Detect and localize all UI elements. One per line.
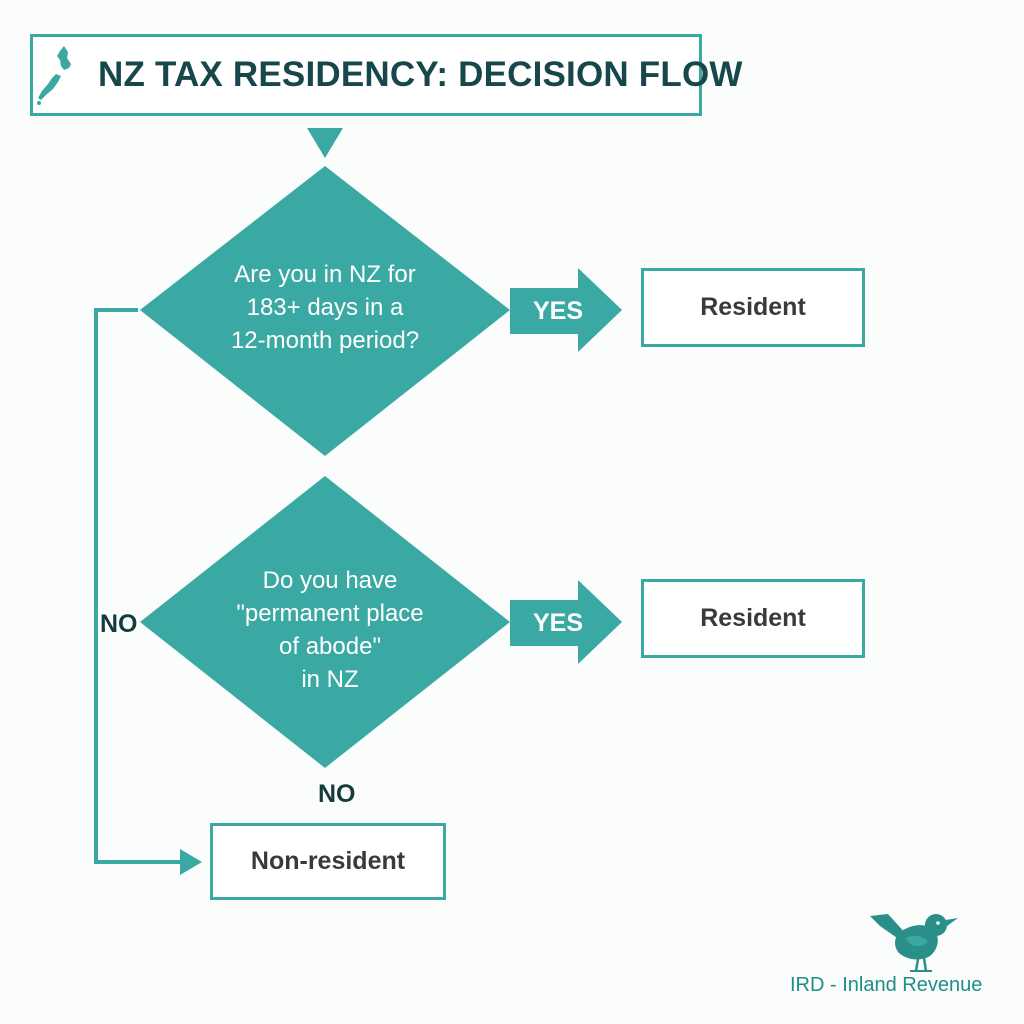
title-box: [30, 34, 702, 116]
no-connector-line: [94, 308, 186, 864]
decision-diamond-1: [140, 166, 510, 456]
question-1-line-3: 12-month period?: [230, 326, 420, 354]
yes-arrow-2: [510, 580, 622, 664]
question-2-line-1: Do you have: [262, 567, 398, 594]
question-2: Do you have "permanent place of abode" i…: [200, 560, 460, 700]
result-box-resident-1: Resident: [641, 268, 865, 347]
question-2-line-3: of abode": [279, 633, 381, 660]
start-arrow: [307, 128, 343, 158]
no-label-1: NO: [100, 610, 138, 638]
decision-diamond-2: [140, 476, 510, 768]
result-box-non-resident: Non-resident: [210, 823, 446, 900]
question-1-line-1: Are you in NZ for: [234, 260, 416, 288]
question-2-line-2: "permanent place: [236, 600, 424, 627]
nz-map-icon: [37, 46, 71, 105]
yes-arrow-1: [510, 268, 622, 352]
page-title: NZ TAX RESIDENCY: DECISION FLOW: [98, 55, 743, 94]
no-connector-arrowhead: [180, 849, 202, 875]
yes-label-2: YES: [532, 608, 584, 637]
question-1-line-2: 183+ days in a: [246, 293, 404, 321]
brand-name: IRD - Inland Revenue: [790, 974, 983, 996]
bird-icon: [870, 914, 958, 972]
yes-label-1: YES: [532, 296, 584, 325]
question-2-line-4: in NZ: [301, 666, 359, 693]
no-label-2: NO: [318, 780, 356, 808]
question-1: Are you in NZ for 183+ days in a 12-mont…: [190, 252, 460, 362]
result-box-resident-2: Resident: [641, 579, 865, 658]
